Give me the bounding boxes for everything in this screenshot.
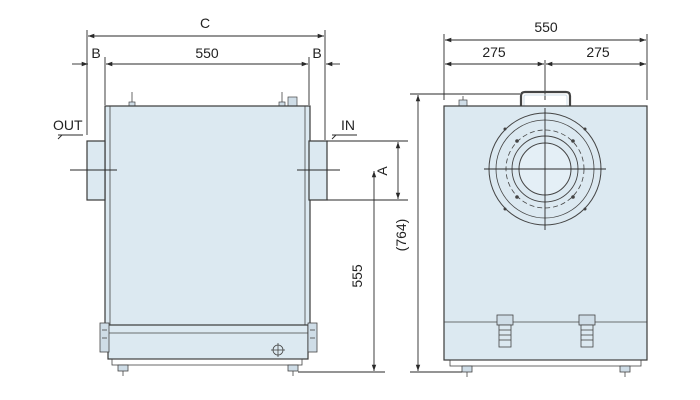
dim-label-764: (764) [393,219,409,252]
front-view: 550 275 275 [393,19,648,377]
outlet-label: OUT [53,117,83,133]
dim-label-555: 555 [349,264,365,288]
top-bolt [278,92,298,107]
top-bolt [128,92,136,107]
latch [578,314,596,348]
inlet-label: IN [341,117,355,133]
carry-handle [519,90,572,106]
dim-label-275-right: 275 [586,44,610,60]
dim-label-b-right: B [312,45,321,61]
side-view: C B 550 B OUT IN [53,15,408,376]
outlet-port [86,140,106,201]
dim-label-550-front: 550 [534,19,558,35]
inlet-flange [484,108,606,230]
dim-label-275-left: 275 [482,44,506,60]
dim-label-b-left: B [91,45,100,61]
dim-label-550-side: 550 [195,45,219,61]
side-body [104,105,311,334]
latch [496,314,514,348]
dim-label-c: C [200,15,210,31]
dim-label-a: A [374,166,390,176]
inlet-port [308,140,328,201]
